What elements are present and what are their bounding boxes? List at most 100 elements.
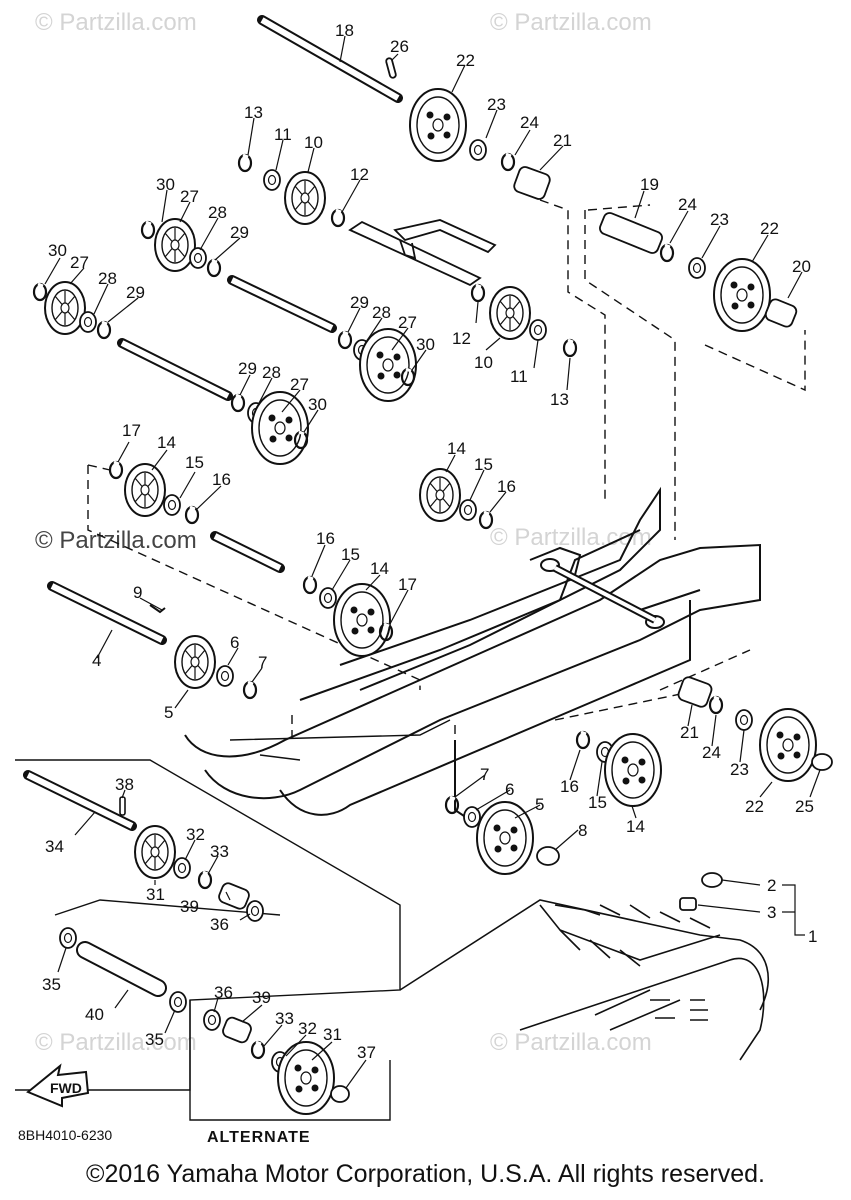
wheel-10-right xyxy=(489,286,531,340)
drawing-code: 8BH4010-6230 xyxy=(18,1127,112,1143)
callout-15: 15 xyxy=(341,545,360,564)
nut-37 xyxy=(330,1085,350,1103)
callout-22: 22 xyxy=(745,797,764,816)
callout-7: 7 xyxy=(258,653,267,672)
shaft-mid xyxy=(227,275,337,333)
callout-leaders xyxy=(44,35,821,1089)
callout-5: 5 xyxy=(535,795,544,814)
parts-diagram: © Partzilla.com © Partzilla.com © Partzi… xyxy=(15,9,833,1146)
wheel-10-left xyxy=(284,171,326,225)
callout-24: 24 xyxy=(520,113,539,132)
callout-5: 5 xyxy=(164,703,173,722)
callout-24: 24 xyxy=(678,195,697,214)
callout-35: 35 xyxy=(42,975,61,994)
wheel-27-b xyxy=(359,328,417,402)
clip-30-c xyxy=(32,282,48,302)
washer-35-b xyxy=(169,991,187,1013)
circlip-24-lower xyxy=(708,695,724,715)
leader-lines xyxy=(87,199,806,790)
short-shaft xyxy=(210,531,285,573)
alternate-box xyxy=(15,759,401,1121)
spacer-39-a xyxy=(218,882,250,910)
shaft-4 xyxy=(47,581,167,645)
callout-labels: 1 2 3 4 5 6 7 9 17 14 15 16 14 15 16 16 … xyxy=(42,21,817,1062)
callout-22: 22 xyxy=(456,51,475,70)
clip-7-left xyxy=(242,680,258,700)
callout-29: 29 xyxy=(230,223,249,242)
callout-10: 10 xyxy=(474,353,493,372)
circlip-16-right xyxy=(478,510,494,530)
wheel-27-d xyxy=(251,391,309,465)
bearing-23-right xyxy=(688,257,706,279)
track-clip-3 xyxy=(679,897,697,911)
callout-27: 27 xyxy=(290,375,309,394)
callout-12: 12 xyxy=(350,165,369,184)
callout-14: 14 xyxy=(370,559,389,578)
callout-13: 13 xyxy=(244,103,263,122)
pin-38 xyxy=(119,796,126,816)
washer-6-left xyxy=(216,665,234,687)
callout-6: 6 xyxy=(505,780,514,799)
callout-11: 11 xyxy=(274,125,292,144)
callout-28: 28 xyxy=(208,203,227,222)
circlip-24-top xyxy=(500,152,516,172)
wheel-14-center xyxy=(333,583,391,657)
callout-14: 14 xyxy=(157,433,176,452)
idler-wheel-22-top xyxy=(409,88,467,162)
washer-36-b xyxy=(203,1009,221,1031)
nut-25 xyxy=(811,753,833,771)
washer-6-right xyxy=(463,806,481,828)
circlip-16-lower xyxy=(575,730,591,750)
callout-4: 4 xyxy=(92,651,101,670)
watermark: © Partzilla.com xyxy=(490,9,652,36)
fwd-label: FWD xyxy=(50,1080,82,1096)
washer-35-a xyxy=(59,927,77,949)
clip-33-b xyxy=(250,1040,266,1060)
callout-23: 23 xyxy=(487,95,506,114)
shaft-34 xyxy=(23,770,137,831)
bearing-23-lower xyxy=(735,709,753,731)
clip-13-left xyxy=(237,153,253,173)
callout-15: 15 xyxy=(588,793,607,812)
fwd-arrow: FWD xyxy=(26,1063,90,1108)
drive-track xyxy=(399,899,769,1061)
callout-37: 37 xyxy=(357,1043,376,1062)
callout-20: 20 xyxy=(792,257,811,276)
callout-26: 26 xyxy=(390,37,409,56)
callout-32: 32 xyxy=(186,825,205,844)
callout-15: 15 xyxy=(474,455,493,474)
wheel-14-right xyxy=(419,468,461,522)
shaft-lower xyxy=(117,338,233,401)
callout-27: 27 xyxy=(70,253,89,272)
callout-34: 34 xyxy=(45,837,64,856)
callout-16: 16 xyxy=(497,477,516,496)
wheel-5-left xyxy=(174,635,216,689)
callout-31: 31 xyxy=(146,885,165,904)
callout-39: 39 xyxy=(180,897,199,916)
wheel-14-lower xyxy=(604,733,662,807)
callout-21: 21 xyxy=(553,131,572,150)
callout-13: 13 xyxy=(550,390,569,409)
callout-39: 39 xyxy=(252,988,271,1007)
nut-8 xyxy=(536,846,560,866)
callout-35: 35 xyxy=(145,1030,164,1049)
collar-40 xyxy=(76,941,167,997)
wheel-31-b xyxy=(277,1041,335,1115)
callout-30: 30 xyxy=(48,241,67,260)
washer-28-c xyxy=(79,311,97,333)
idler-wheel-22-lower xyxy=(759,708,817,782)
top-shaft-assembly xyxy=(257,15,403,103)
bearing-32-a xyxy=(173,857,191,879)
callout-19: 19 xyxy=(640,175,659,194)
callout-16: 16 xyxy=(212,470,231,489)
clip-17-left xyxy=(108,460,124,480)
callout-31: 31 xyxy=(323,1025,342,1044)
callout-9: 9 xyxy=(133,583,142,602)
clip-30-a xyxy=(140,220,156,240)
callout-33: 33 xyxy=(210,842,229,861)
callout-27: 27 xyxy=(180,187,199,206)
clip-12-left xyxy=(330,208,346,228)
callout-25: 25 xyxy=(795,797,814,816)
suspension-bracket xyxy=(348,219,497,287)
clip-33-a xyxy=(197,870,213,890)
